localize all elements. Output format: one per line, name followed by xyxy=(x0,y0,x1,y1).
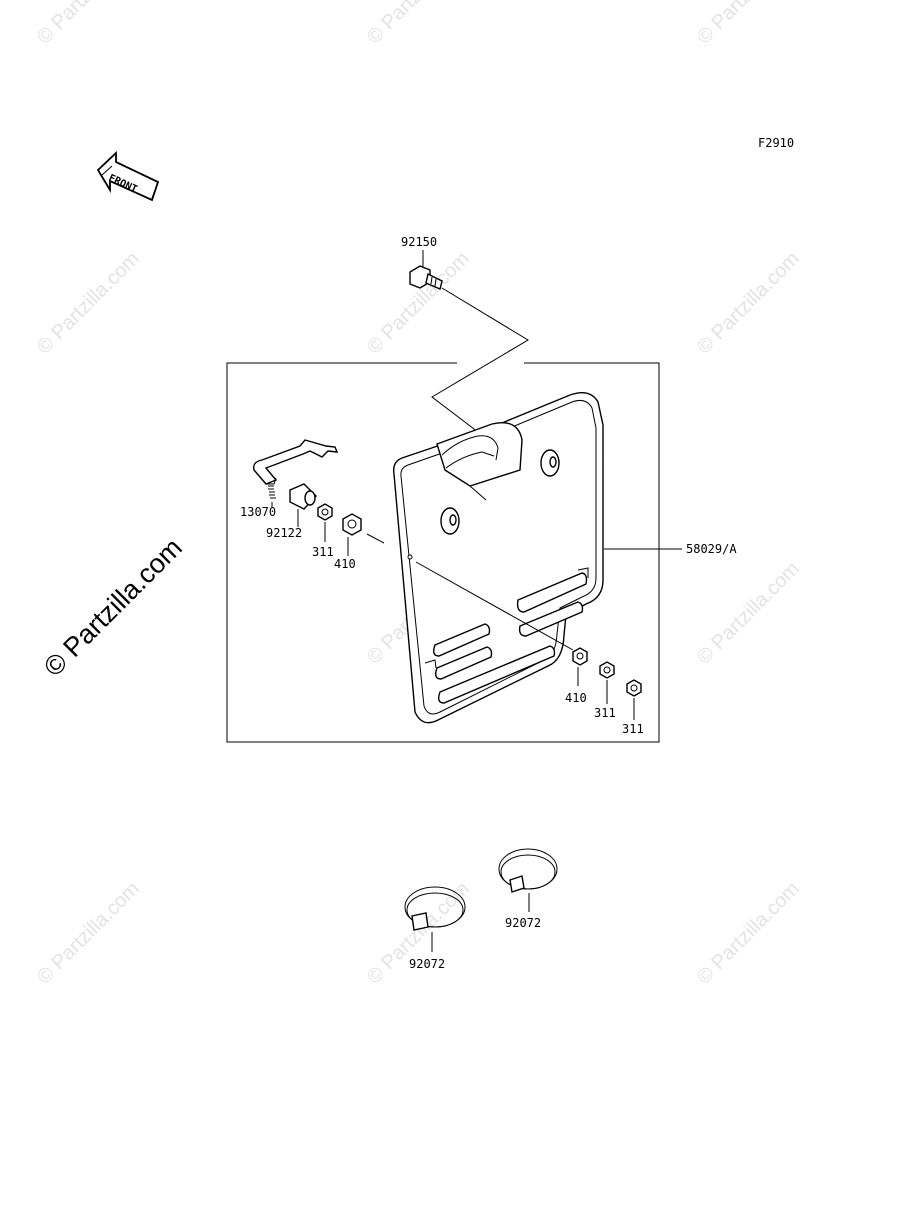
washer-icon xyxy=(572,647,588,666)
band-clamp-icon xyxy=(404,886,466,931)
watermark: © Partzilla.com xyxy=(693,558,804,669)
label-nut-b: 311 xyxy=(594,706,616,720)
watermark: © Partzilla.com xyxy=(693,248,804,359)
leader-line xyxy=(431,287,529,433)
leader-line xyxy=(366,533,385,544)
nut-icon xyxy=(626,679,642,697)
watermark: © Partzilla.com xyxy=(693,878,804,989)
label-band-left: 92072 xyxy=(409,957,445,971)
label-number-plate: 58029/A xyxy=(686,542,737,556)
watermark: © Partzilla.com xyxy=(363,878,474,989)
label-band-right: 92072 xyxy=(505,916,541,930)
figure-code: F2910 xyxy=(758,136,794,150)
band-clamp-icon xyxy=(498,848,558,893)
collar-icon xyxy=(289,483,317,510)
label-washer-b: 410 xyxy=(565,691,587,705)
watermark: © Partzilla.com xyxy=(33,248,144,359)
nut-icon xyxy=(599,661,615,679)
washer-icon xyxy=(342,513,362,536)
label-collar: 92122 xyxy=(266,526,302,540)
label-washer-a: 410 xyxy=(334,557,356,571)
leader-line xyxy=(415,561,574,651)
watermark-large: © Partzilla.com xyxy=(38,532,188,682)
label-nut-a: 311 xyxy=(312,545,334,559)
nut-icon xyxy=(317,503,333,521)
watermark: © Partzilla.com xyxy=(693,0,804,49)
bracket-bolt-icon xyxy=(252,439,339,499)
front-arrow-icon: FRONT xyxy=(96,150,160,202)
label-bracket-bolt: 13070 xyxy=(240,505,276,519)
watermark: © Partzilla.com xyxy=(33,0,144,49)
watermark: © Partzilla.com xyxy=(363,248,474,359)
bolt-icon xyxy=(409,265,443,290)
watermark: © Partzilla.com xyxy=(33,878,144,989)
number-plate-icon xyxy=(392,392,604,724)
watermark: © Partzilla.com xyxy=(363,0,474,49)
assembly-frame xyxy=(226,362,660,743)
label-nut-c: 311 xyxy=(622,722,644,736)
label-bolt: 92150 xyxy=(401,235,437,249)
